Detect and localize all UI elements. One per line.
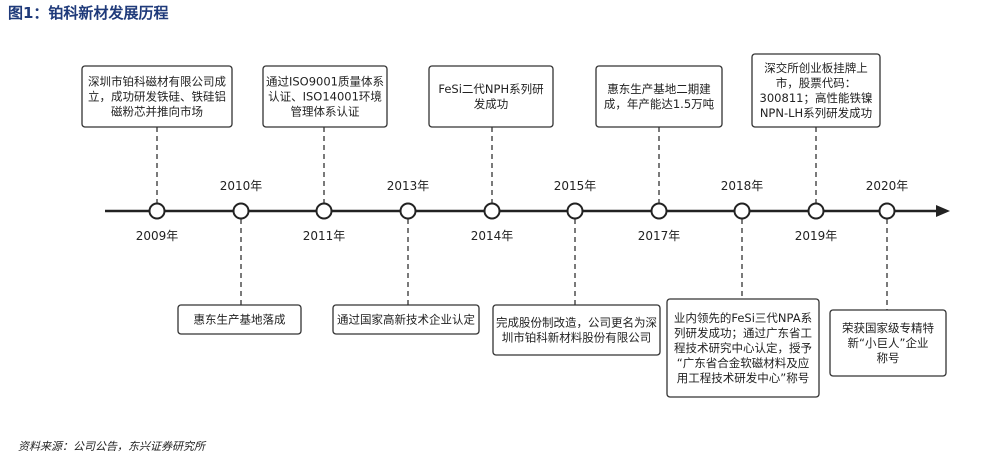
- milestone-text: FeSi二代NPH系列研: [438, 82, 544, 96]
- milestone-box: [81, 65, 233, 128]
- milestone-node: [399, 202, 417, 220]
- milestone-text: 新“小巨人”企业: [848, 336, 929, 350]
- milestone-year: 2009年: [136, 229, 179, 243]
- milestone-box: [751, 53, 881, 128]
- milestone-box: [666, 298, 820, 398]
- milestone-year: 2014年: [471, 229, 514, 243]
- milestone-node: [878, 202, 896, 220]
- milestone-text: 深圳市铂科磁材有限公司成: [88, 75, 226, 89]
- milestone-text: 程技术研究中心认定，授予: [674, 341, 812, 355]
- milestone-text: 成，年产能达1.5万吨: [604, 97, 715, 111]
- milestone-text: 通过国家高新技术企业认定: [337, 313, 475, 327]
- milestone-text: 立，成功研发铁硅、铁硅铝: [88, 90, 226, 104]
- milestone-year: 2010年: [220, 179, 263, 193]
- milestone-year: 2020年: [866, 179, 909, 193]
- timeline-arrowhead: [936, 205, 950, 217]
- milestone-text: 荣获国家级专精特: [842, 321, 934, 335]
- milestone-text: 市，股票代码：: [776, 76, 857, 90]
- milestone-text: 圳市铂科新材料股份有限公司: [502, 331, 652, 345]
- milestone-box: [332, 304, 480, 335]
- milestone-text: NPN-LH系列研发成功: [760, 106, 872, 120]
- milestone-year: 2015年: [554, 179, 597, 193]
- milestone-text: “广东省合金软磁材料及应: [677, 356, 809, 370]
- milestone-box: [829, 309, 947, 377]
- milestone-node: [315, 202, 333, 220]
- milestone-box: [177, 304, 302, 335]
- milestone-text: 称号: [877, 351, 900, 365]
- milestone-node: [650, 202, 668, 220]
- milestone-box: [428, 65, 554, 128]
- figure-title: 图1：铂科新材发展历程: [8, 4, 169, 22]
- milestone-text: 管理体系认证: [291, 105, 360, 119]
- milestone-text: 认证、ISO14001环境: [268, 90, 382, 104]
- milestone-text: 用工程技术研发中心”称号: [677, 371, 809, 385]
- milestone-year: 2013年: [387, 179, 430, 193]
- milestone-year: 2019年: [795, 229, 838, 243]
- milestone-box: [492, 304, 661, 356]
- milestone-node: [566, 202, 584, 220]
- milestone-year: 2018年: [721, 179, 764, 193]
- milestone-text: 惠东生产基地二期建: [607, 82, 711, 96]
- milestone-text: 业内领先的FeSi三代NPA系: [674, 311, 812, 325]
- milestone-text: 发成功: [474, 97, 509, 111]
- milestone-year: 2011年: [303, 229, 346, 243]
- milestone-text: 300811；高性能铁镍: [760, 91, 873, 105]
- milestone-node: [807, 202, 825, 220]
- source-note: 资料来源：公司公告，东兴证券研究所: [18, 440, 205, 453]
- milestone-text: 完成股份制改造，公司更名为深: [496, 316, 657, 330]
- milestone-text: 惠东生产基地落成: [194, 313, 286, 327]
- milestone-text: 列研发成功；通过广东省工: [674, 326, 812, 340]
- milestone-box: [262, 65, 388, 128]
- milestone-node: [483, 202, 501, 220]
- milestone-box: [595, 65, 723, 128]
- milestone-year: 2017年: [638, 229, 681, 243]
- milestone-node: [148, 202, 166, 220]
- milestone-text: 磁粉芯并推向市场: [111, 105, 203, 119]
- milestone-text: 通过ISO9001质量体系: [266, 75, 384, 89]
- milestone-node: [733, 202, 751, 220]
- milestone-text: 深交所创业板挂牌上: [764, 61, 868, 75]
- milestone-node: [232, 202, 250, 220]
